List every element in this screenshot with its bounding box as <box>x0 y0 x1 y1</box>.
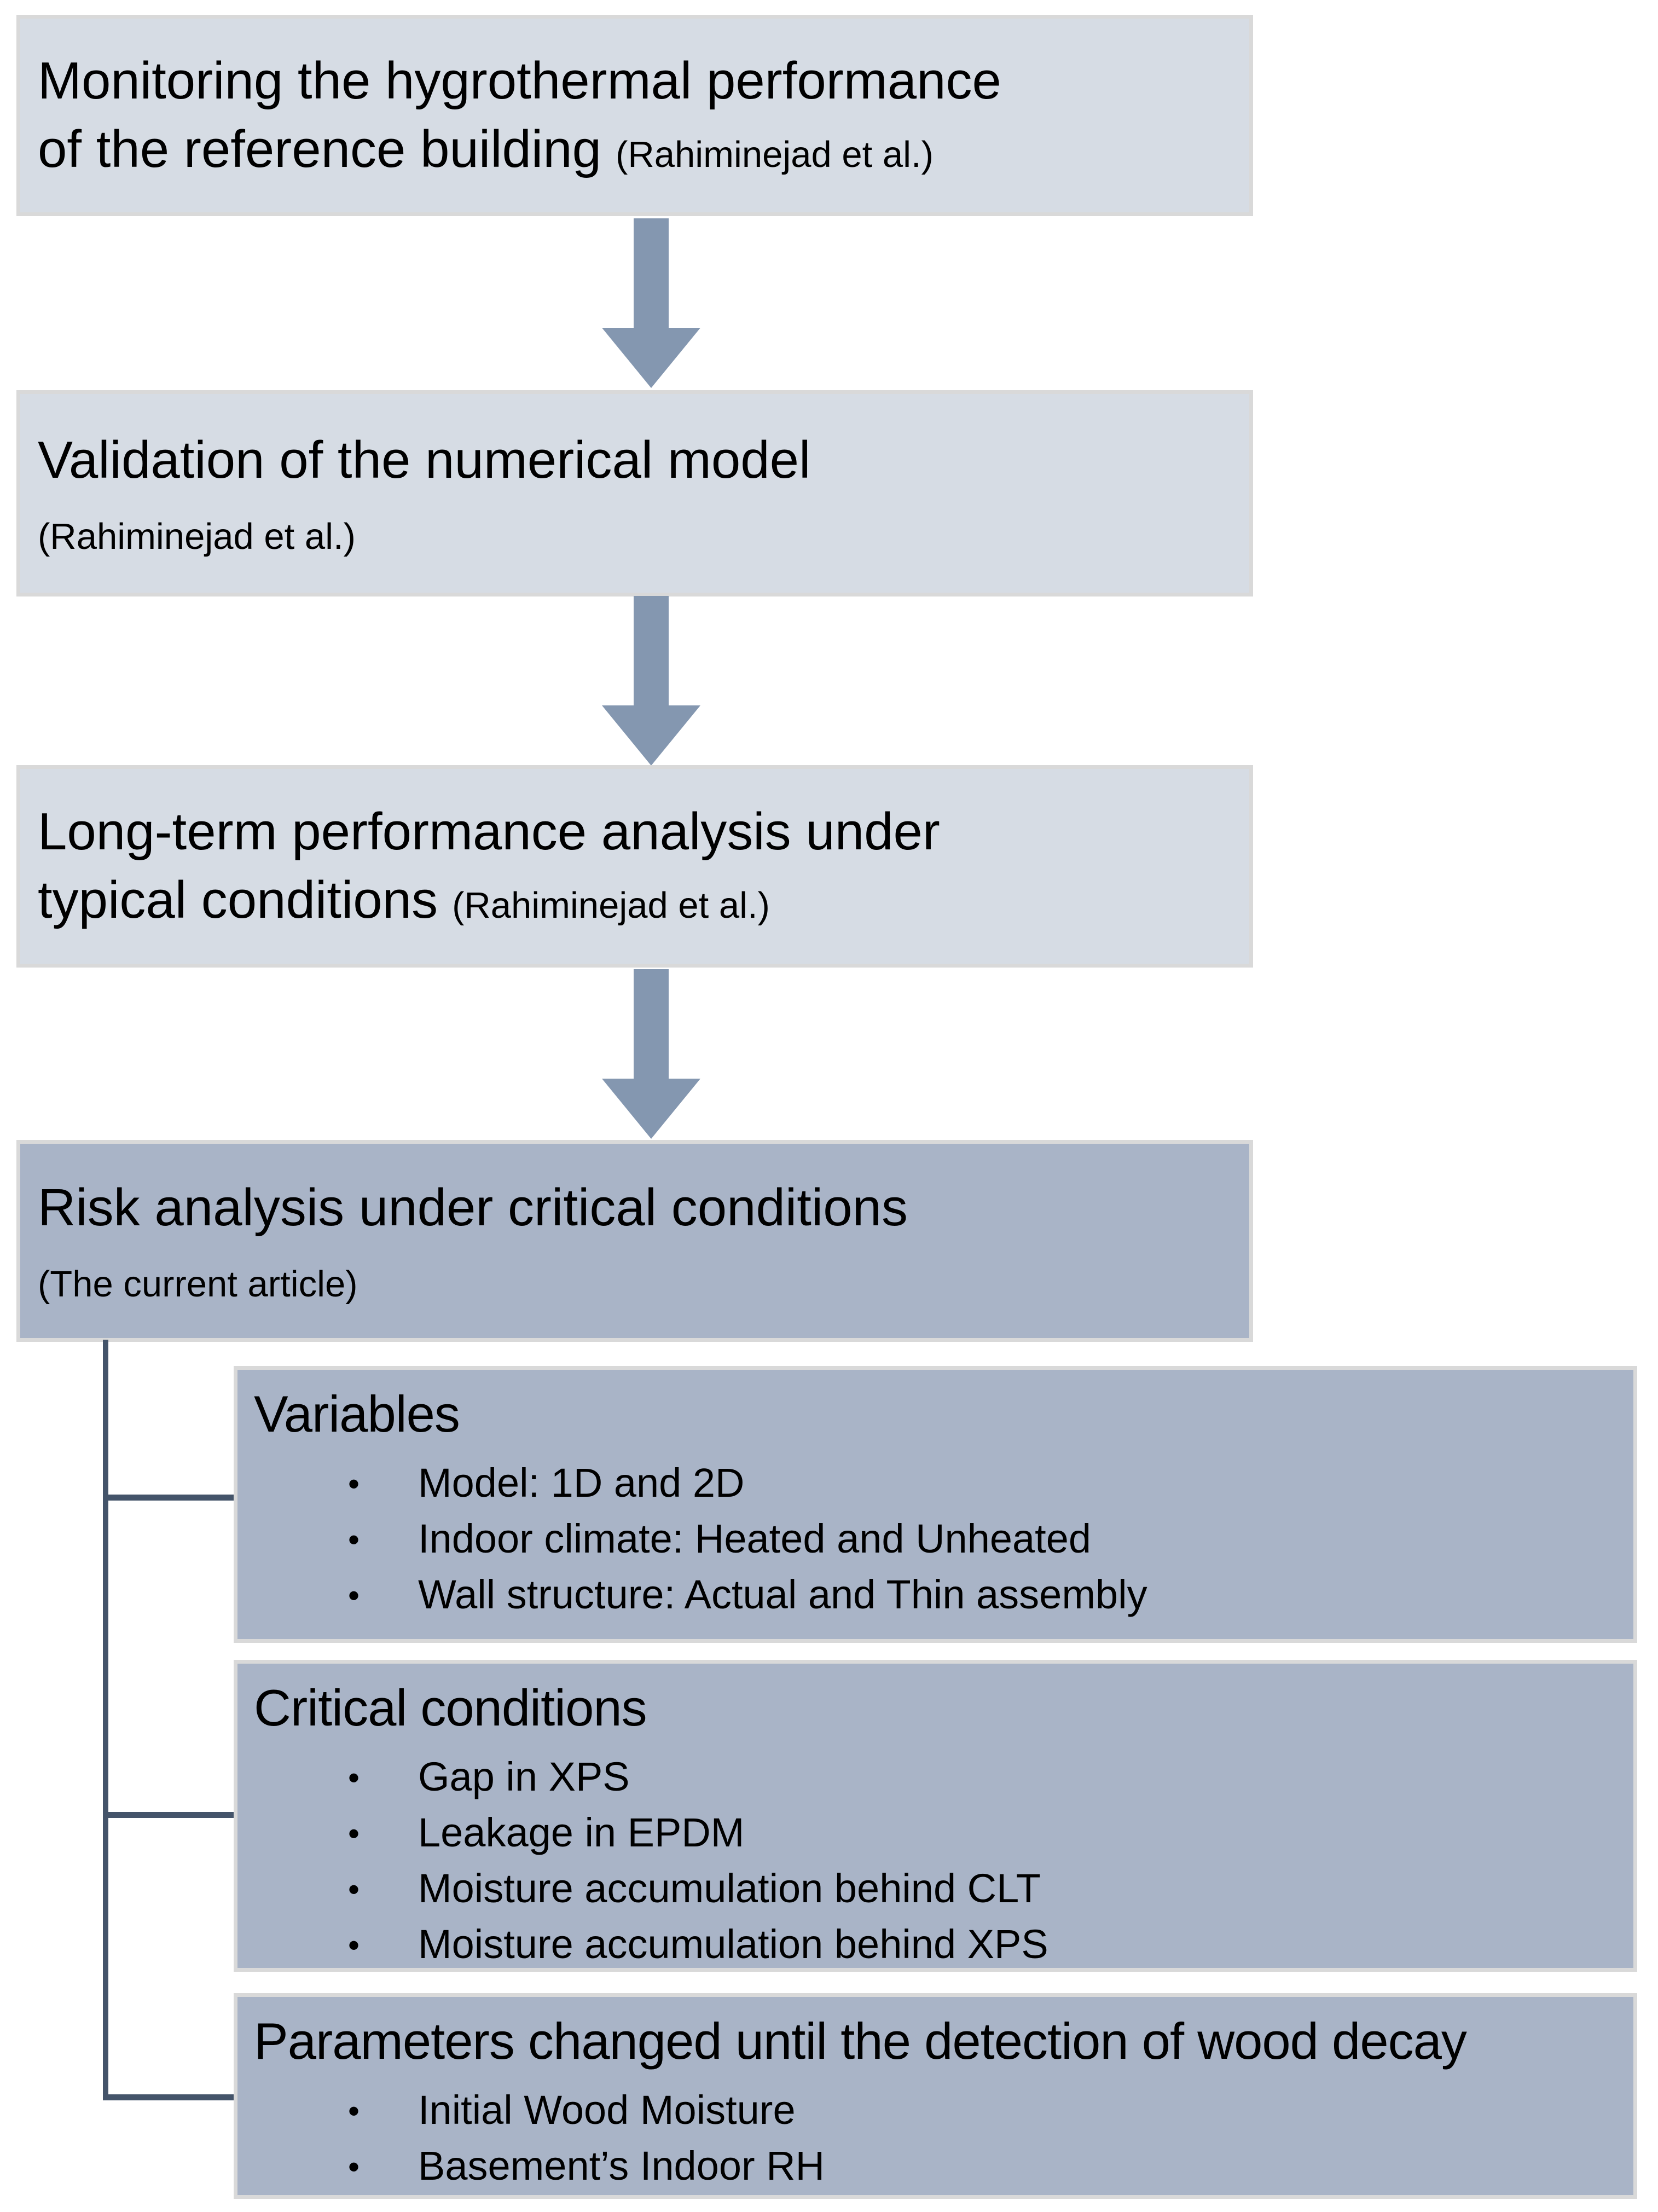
bullet-item: Indoor climate: Heated and Unheated <box>254 1511 1620 1567</box>
bullet-item: Model: 1D and 2D <box>254 1455 1620 1511</box>
connector-vertical-line <box>103 1340 108 2100</box>
box-title-line: Long-term performance analysis under <box>38 798 1227 866</box>
box-title-text: Validation of the numerical model <box>38 431 811 490</box>
box-citation-note: (The current article) <box>38 1263 358 1305</box>
bullet-list: Gap in XPS Leakage in EPDM Moisture accu… <box>254 1749 1620 1968</box>
down-arrow-shape <box>602 969 700 1139</box>
down-arrow-icon <box>602 969 700 1139</box>
down-arrow-icon <box>602 596 700 766</box>
box-citation-note: (Rahiminejad et al.) <box>452 885 770 926</box>
box-title-text: Risk analysis under critical conditions <box>38 1178 908 1237</box>
box-title-line: of the reference building (Rahiminejad et… <box>38 115 1227 184</box>
box-title-text: Monitoring the hygrothermal performance <box>38 51 1001 111</box>
detail-box-title: Variables <box>254 1385 460 1443</box>
detail-box-title: Parameters changed until the detection o… <box>254 2012 1467 2070</box>
bullet-item: Wall structure: Actual and Thin assembly <box>254 1567 1620 1623</box>
detail-box-variables: Variables Model: 1D and 2D Indoor climat… <box>234 1366 1637 1643</box>
bullet-item: Moisture accumulation behind CLT <box>254 1861 1620 1916</box>
box-title-line: Risk analysis under critical conditions <box>38 1174 1227 1242</box>
bullet-item: Moisture accumulation behind XPS <box>254 1916 1620 1968</box>
down-arrow-shape <box>602 596 700 766</box>
box-citation-note: (Rahiminejad et al.) <box>38 516 356 557</box>
detail-box-parameters: Parameters changed until the detection o… <box>234 1993 1637 2199</box>
bullet-item: Leakage in EPDM <box>254 1805 1620 1861</box>
connector-stub-variables <box>103 1495 234 1501</box>
box-title-line: Monitoring the hygrothermal performance <box>38 47 1227 115</box>
flow-box-validation: Validation of the numerical model (Rahim… <box>16 390 1253 597</box>
bullet-list: Model: 1D and 2D Indoor climate: Heated … <box>254 1455 1620 1623</box>
bullet-item: Basement’s Indoor RH <box>254 2138 1620 2194</box>
bullet-list: Initial Wood Moisture Basement’s Indoor … <box>254 2082 1620 2194</box>
connector-stub-parameters <box>103 2094 234 2100</box>
box-title-line: typical conditions (Rahiminejad et al.) <box>38 866 1227 935</box>
box-title-text: of the reference building <box>38 120 602 178</box>
bullet-item: Initial Wood Moisture <box>254 2082 1620 2138</box>
connector-stub-critical <box>103 1812 234 1818</box>
flow-box-monitoring: Monitoring the hygrothermal performance … <box>16 15 1253 216</box>
box-citation-note: (Rahiminejad et al.) <box>616 134 934 175</box>
down-arrow-icon <box>602 218 700 388</box>
detail-box-title: Critical conditions <box>254 1679 647 1736</box>
flow-box-risk-analysis: Risk analysis under critical conditions … <box>16 1140 1253 1342</box>
box-title-line: Validation of the numerical model <box>38 426 1227 495</box>
box-title-text: Long-term performance analysis under <box>38 802 940 861</box>
box-title-text: typical conditions <box>38 871 438 929</box>
flow-box-longterm: Long-term performance analysis under typ… <box>16 765 1253 968</box>
bullet-item: Gap in XPS <box>254 1749 1620 1805</box>
down-arrow-shape <box>602 218 700 388</box>
box-citation-line: (The current article) <box>38 1260 1227 1308</box>
box-citation-line: (Rahiminejad et al.) <box>38 513 1227 560</box>
detail-box-critical-conditions: Critical conditions Gap in XPS Leakage i… <box>234 1660 1637 1972</box>
